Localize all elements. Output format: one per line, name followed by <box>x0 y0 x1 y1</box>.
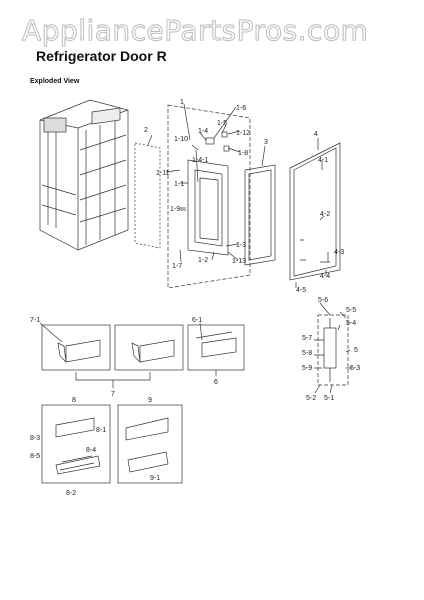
label-9-1: 9-1 <box>150 475 160 482</box>
label-5-6: 5-6 <box>318 297 328 304</box>
part-2-gasket <box>134 142 161 249</box>
label-8-1: 8-1 <box>96 427 106 434</box>
part-8-box <box>41 404 111 484</box>
label-4-5: 4-5 <box>296 287 306 294</box>
label-1-8: 1-8 <box>238 150 248 157</box>
label-5-7: 5-7 <box>302 335 312 342</box>
label-1-4-1: 1-4-1 <box>192 157 208 164</box>
label-1-1: 1-1 <box>174 181 184 188</box>
label-9: 9 <box>148 397 152 404</box>
label-5: 5 <box>354 347 358 354</box>
label-8-3: 8-3 <box>30 435 40 442</box>
watermark: AppliancePartsPros.com <box>21 14 369 48</box>
label-8-5: 8-5 <box>30 453 40 460</box>
label-6: 6 <box>214 379 218 386</box>
label-4-3: 4-3 <box>334 249 344 256</box>
view-label: Exploded View <box>30 78 80 85</box>
label-1-7: 1-7 <box>172 263 182 270</box>
part-4-outer-door <box>289 142 341 281</box>
label-1-11: 1-11 <box>156 170 170 177</box>
label-5-3: 5-3 <box>350 365 360 372</box>
label-8: 8 <box>72 397 76 404</box>
label-4-1: 4-1 <box>318 157 328 164</box>
label-1-13: 1-13 <box>232 258 246 265</box>
part-7-box-right <box>114 324 184 371</box>
label-6-1: 6-1 <box>192 317 202 324</box>
part-6-box <box>187 324 245 371</box>
part-7-box-left <box>41 324 111 371</box>
part-3-gasket <box>244 164 276 266</box>
label-5-4: 5-4 <box>346 320 356 327</box>
label-5-1: 5-1 <box>324 395 334 402</box>
label-5-2: 5-2 <box>306 395 316 402</box>
label-4: 4 <box>314 131 318 138</box>
label-8-2: 8-2 <box>66 490 76 497</box>
label-1-12: 1-12 <box>236 130 250 137</box>
part-1-inner-panel <box>187 159 229 256</box>
part-1-door-outline <box>167 104 251 289</box>
label-1-6: 1-6 <box>236 105 246 112</box>
label-2: 2 <box>144 127 148 134</box>
label-5-8: 5-8 <box>302 350 312 357</box>
label-1: 1 <box>180 99 184 106</box>
label-4-4: 4-4 <box>320 273 330 280</box>
label-1-2: 1-2 <box>198 257 208 264</box>
label-1-9: 1-9 <box>170 206 180 213</box>
label-8-4: 8-4 <box>86 447 96 454</box>
part-5-frame <box>317 314 349 386</box>
label-1-3: 1-3 <box>236 242 246 249</box>
cabinet-drawing <box>39 99 129 251</box>
label-1-4: 1-4 <box>198 128 208 135</box>
label-1-10: 1-10 <box>174 136 188 143</box>
label-7: 7 <box>111 391 115 398</box>
label-3: 3 <box>264 139 268 146</box>
label-7-1: 7-1 <box>30 317 40 324</box>
label-1-5: 1-5 <box>217 120 227 127</box>
label-5-9: 5-9 <box>302 365 312 372</box>
label-5-5: 5-5 <box>346 307 356 314</box>
label-4-2: 4-2 <box>320 211 330 218</box>
page-title: Refrigerator Door R <box>36 48 167 64</box>
part-9-box <box>117 404 183 484</box>
